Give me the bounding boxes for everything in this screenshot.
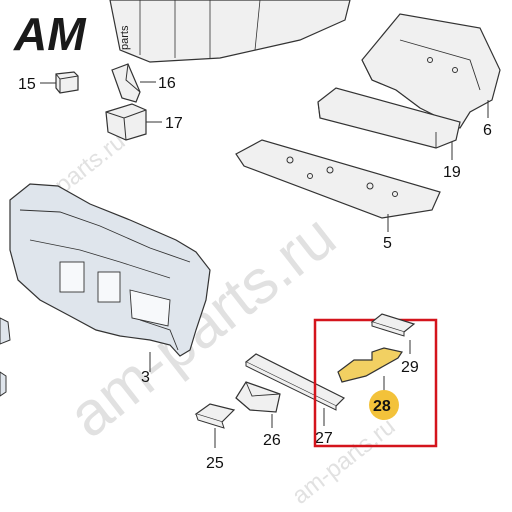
part-26: 26	[235, 381, 281, 449]
part-6: 6	[361, 13, 501, 139]
part-3: 3	[9, 183, 211, 386]
part-17: 17	[105, 103, 183, 141]
part-5: 5	[235, 139, 441, 252]
part-fragment-left	[0, 317, 11, 397]
part-27: 27	[244, 353, 346, 447]
callout-28: 28	[373, 398, 391, 415]
callout-29: 29	[401, 359, 419, 376]
callout-3: 3	[141, 369, 150, 386]
part-19: 19	[317, 87, 461, 181]
part-25: 25	[194, 403, 236, 472]
callout-16: 16	[158, 75, 176, 92]
am-parts-logo: AM parts	[13, 8, 131, 60]
callout-25: 25	[206, 455, 224, 472]
logo-am-text: AM	[13, 8, 87, 60]
callout-17: 17	[165, 115, 183, 132]
callout-27: 27	[315, 430, 333, 447]
callout-26: 26	[263, 432, 281, 449]
part-body-top	[109, 0, 351, 63]
callout-15: 15	[18, 76, 36, 93]
part-28: 28	[337, 347, 403, 420]
callout-6: 6	[483, 122, 492, 139]
callout-5: 5	[383, 235, 392, 252]
callout-19: 19	[443, 164, 461, 181]
watermark-text-bottom: am-parts.ru	[287, 413, 400, 510]
logo-parts-text: parts	[119, 25, 131, 50]
part-29: 29	[370, 313, 419, 376]
callout-28-badge	[369, 390, 399, 420]
part-16: 16	[111, 63, 176, 103]
part-15: 15	[18, 71, 79, 94]
